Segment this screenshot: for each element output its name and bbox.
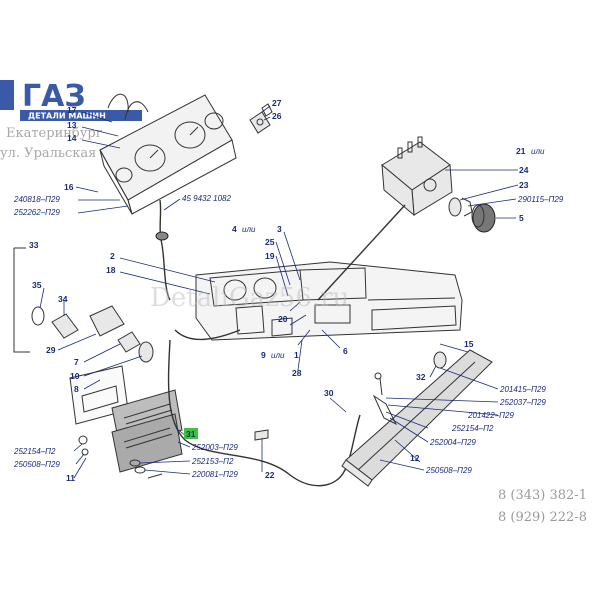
label-15: 15 <box>464 339 474 349</box>
label-27: 27 <box>272 98 282 108</box>
label-4: 4 <box>232 224 237 234</box>
label-201415: 201415–П29 <box>499 385 546 394</box>
label-250508b: 250508–П29 <box>425 466 472 475</box>
dashboard-panel <box>195 261 463 341</box>
label-252153: 252153–П2 <box>191 457 234 466</box>
label-252003: 252003–П29 <box>191 443 238 452</box>
label-252004: 252004–П29 <box>429 438 476 447</box>
label-16: 16 <box>64 182 74 192</box>
label-5: 5 <box>519 213 524 223</box>
city-line-1: Екатеринбург <box>6 126 103 141</box>
label-8: 8 <box>74 384 79 394</box>
callout-labels: 27 26 17 13 14 16 240818–П29 252262–П29 … <box>13 98 564 483</box>
label-13: 13 <box>67 120 77 130</box>
label-459432: 45 9432 1082 <box>182 194 231 203</box>
logo-text: ГАЗ <box>22 79 86 114</box>
phone-1: 8 (343) 382-1 <box>498 488 587 503</box>
label-252154b: 252154–П2 <box>451 424 494 433</box>
phone-2: 8 (929) 222-8 <box>498 510 587 525</box>
leader-lines <box>39 105 519 479</box>
label-14: 14 <box>67 133 77 143</box>
bulb-holder <box>249 103 273 134</box>
label-25: 25 <box>265 237 275 247</box>
cable-clip <box>254 429 269 441</box>
label-252037: 252037–П29 <box>499 398 546 407</box>
washers-screws <box>78 435 163 479</box>
dash-cable <box>174 329 241 341</box>
label-201422: 201422–П29 <box>467 411 514 420</box>
label-31: 31 <box>186 429 196 439</box>
switch-cable <box>317 204 406 301</box>
light-switch-assembly <box>381 136 496 233</box>
city-line-2: ул. Уральская <box>0 146 96 161</box>
label-23: 23 <box>519 180 529 190</box>
label-21-ili: или <box>531 147 545 156</box>
label-290115: 290115–П29 <box>517 195 564 204</box>
label-29: 29 <box>46 345 56 355</box>
label-28: 28 <box>292 368 302 378</box>
label-7: 7 <box>74 357 79 367</box>
label-252262: 252262–П29 <box>13 208 60 217</box>
label-20: 20 <box>278 314 288 324</box>
highlight-31 <box>184 428 198 439</box>
label-252154a: 252154–П2 <box>13 447 56 456</box>
label-250508a: 250508–П29 <box>13 460 60 469</box>
label-11: 11 <box>66 473 75 483</box>
label-12: 12 <box>410 453 420 463</box>
label-32: 32 <box>416 372 426 382</box>
label-240818: 240818–П29 <box>13 195 60 204</box>
instrument-cluster <box>99 93 237 215</box>
label-35: 35 <box>32 280 42 290</box>
label-18: 18 <box>106 265 116 275</box>
label-4-ili: или <box>242 225 256 234</box>
watermark: DetaliGaz56.ru <box>150 283 349 313</box>
label-3: 3 <box>277 224 282 234</box>
label-33: 33 <box>29 240 39 250</box>
logo-subtitle: ДЕТАЛИ МАШИН <box>28 112 106 121</box>
speedo-cable <box>159 199 171 301</box>
label-2: 2 <box>110 251 115 261</box>
label-1: 1 <box>294 350 299 360</box>
label-19: 19 <box>265 251 275 261</box>
label-9: 9 <box>261 350 266 360</box>
console-trim <box>341 349 493 487</box>
cable-coupling <box>155 231 169 241</box>
label-26: 26 <box>272 111 282 121</box>
bracket-33 <box>13 248 30 353</box>
switch-block <box>111 389 183 473</box>
brand-logo: ГАЗ ДЕТАЛИ МАШИН <box>0 79 142 121</box>
label-9-ili: или <box>271 351 285 360</box>
label-34: 34 <box>58 294 68 304</box>
label-6: 6 <box>343 346 348 356</box>
label-24: 24 <box>519 165 529 175</box>
label-22: 22 <box>265 470 275 480</box>
label-21: 21 <box>516 146 526 156</box>
label-10: 10 <box>70 371 80 381</box>
label-30: 30 <box>324 388 334 398</box>
label-220081: 220081–П29 <box>191 470 238 479</box>
label-17: 17 <box>67 105 77 115</box>
